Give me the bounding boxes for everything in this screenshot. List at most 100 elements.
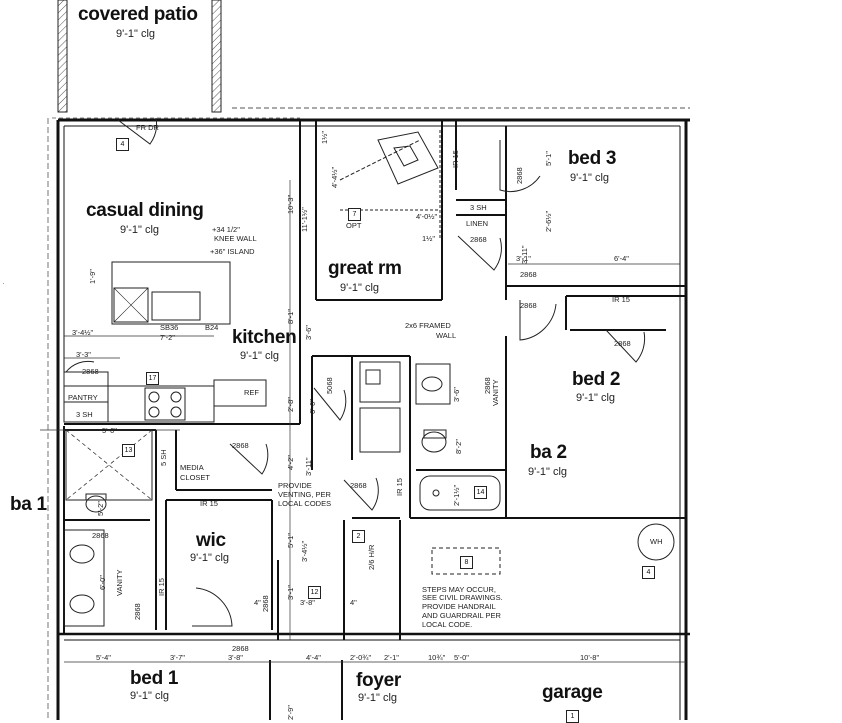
dim-1-half: 1½" (422, 234, 436, 243)
steps-note-2: SEE CIVIL DRAWINGS. (422, 593, 503, 602)
dim-11-1half: 11'-1½" (300, 207, 309, 232)
hall-window-note: 5 SH (159, 449, 168, 466)
dim-3-11b: 3'-11" (304, 457, 313, 476)
dim-2-1: 2'-1" (384, 653, 399, 662)
dim-3-3: 3'-3" (76, 350, 91, 359)
kitchen-label: kitchen (232, 327, 297, 348)
bed3-label: bed 3 (568, 148, 617, 169)
ba2-label: ba 2 (530, 442, 567, 463)
door-ba2: 2868 (483, 377, 492, 394)
bed3-closet-rod: IR 15 (451, 150, 460, 168)
door-bed3: 2868 (515, 167, 524, 184)
casual-dining-ceiling: 9'-1" clg (120, 224, 160, 236)
foyer-label: foyer (356, 670, 401, 691)
great-rm-label: great rm (328, 258, 402, 279)
tag-12: 12 (308, 586, 321, 599)
great-rm-ceiling: 9'-1" clg (340, 282, 380, 294)
bed3-ceiling: 9'-1" clg (570, 172, 610, 184)
dim-3-4half: 3'-4½" (72, 328, 94, 337)
bed1-label: bed 1 (130, 668, 179, 689)
dim-3-11: 3'-11" (520, 245, 529, 264)
pantry-window-note: 3 SH (76, 410, 93, 419)
dim-5-4: 5'-4" (96, 653, 111, 662)
svg-text:·: · (2, 278, 5, 288)
tag-4: 4 (116, 138, 129, 151)
venting-note-3: LOCAL CODES (278, 499, 332, 508)
tag-17: 17 (146, 372, 159, 385)
garage-label: garage (542, 682, 603, 703)
dim-3-1b: 3'-1" (286, 585, 295, 600)
covered-patio-label: covered patio (78, 4, 198, 25)
linen-note: LINEN (466, 219, 489, 228)
kitchen-ceiling: 9'-1" clg (240, 350, 280, 362)
knee-wall-note: KNEE WALL (214, 234, 257, 243)
water-heater-note: WH (650, 537, 663, 546)
dim-3-8b: 3'-8" (300, 598, 315, 607)
dim-6-4: 6'-4" (614, 254, 629, 263)
venting-note-1: PROVIDE (278, 481, 312, 490)
dim-2-8: 2'-8" (286, 397, 295, 412)
steps-note-1: STEPS MAY OCCUR, (422, 585, 496, 594)
dim-5-1: 5'-1" (544, 151, 553, 166)
framed-wall-note-1: 2x6 FRAMED (405, 321, 451, 330)
bed2-ceiling: 9'-1" clg (576, 392, 616, 404)
dim-1-half-b: 1½" (320, 130, 329, 144)
refrigerator-note: REF (244, 388, 259, 397)
dim-4: 4" (254, 598, 261, 607)
dim-3-8: 3'-8" (228, 653, 243, 662)
media-closet-note-2: CLOSET (180, 473, 211, 482)
dim-4-4: 4'-4" (306, 653, 321, 662)
dim-6-0b: 6'-0" (98, 575, 107, 590)
island-note: +36" ISLAND (210, 247, 255, 256)
tag-1: 1 (566, 710, 579, 723)
ba1-label: ba 1 (10, 494, 47, 515)
door-pantry: 2868 (82, 367, 99, 376)
dim-6-0: 6'-0" (308, 399, 317, 414)
dim-2-1half: 2'-1½" (452, 484, 461, 506)
bed3-window-note: 3 SH (470, 203, 487, 212)
foyer-ceiling: 9'-1" clg (358, 692, 398, 704)
door-bed1-b: 2868 (261, 595, 270, 612)
tag-4-garage: 4 (642, 566, 655, 579)
knee-wall-height: +34 1/2" (212, 225, 240, 234)
dim-1-9: 1'-9" (88, 269, 97, 284)
tag-13: 13 (122, 444, 135, 457)
dim-10-3: 10'-3" (286, 194, 295, 214)
dim-2-6half: 2'-6½" (544, 210, 553, 232)
dim-3-1: 3'-1" (516, 254, 531, 263)
dim-4-0half: 4'-0½" (416, 212, 438, 221)
venting-note-2: VENTING, PER (278, 490, 331, 499)
dim-4-4half: 4'-4½" (330, 166, 339, 188)
wic-closet-rod: IR 15 (200, 499, 218, 508)
framed-wall-note-2: WALL (436, 331, 457, 340)
french-door-note: FR DR (136, 123, 159, 132)
tag-14: 14 (474, 486, 487, 499)
door-wic: 2868 (133, 603, 142, 620)
door-laundry: 2868 (350, 481, 367, 490)
door-hall: 2868 (520, 270, 537, 279)
ba2-ceiling: 9'-1" clg (528, 466, 568, 478)
door-media: 2868 (232, 441, 249, 450)
dim-8-2: 8'-2" (454, 439, 463, 454)
ba1-vanity-note: VANITY (115, 569, 124, 596)
tag-2: 2 (352, 530, 365, 543)
dim-3-7: 3'-7" (170, 653, 185, 662)
kitchen-width-dim: 7'-2" (160, 333, 175, 342)
dim-2-9: 2'-9" (286, 705, 295, 720)
wic-ceiling: 9'-1" clg (190, 552, 230, 564)
wic-label: wic (196, 530, 226, 551)
steps-note-4: AND GUARDRAIL PER (422, 611, 501, 620)
covered-patio-ceiling: 9'-1" clg (116, 28, 156, 40)
patio-wall-left (57, 0, 68, 113)
bed1-ceiling: 9'-1" clg (130, 690, 170, 702)
dim-4b: 4" (350, 598, 357, 607)
bed2-label: bed 2 (572, 369, 621, 390)
dim-5-0: 5'-0" (102, 426, 117, 435)
door-garage: 2/6 H/R (367, 544, 376, 570)
steps-note-3: PROVIDE HANDRAIL (422, 602, 496, 611)
optional-note: OPT (346, 221, 362, 230)
bed2-closet-rod: IR 15 (612, 295, 630, 304)
dim-2-0-3q: 2'-0¾" (350, 653, 372, 662)
base-cabinet-note: B24 (205, 323, 219, 332)
